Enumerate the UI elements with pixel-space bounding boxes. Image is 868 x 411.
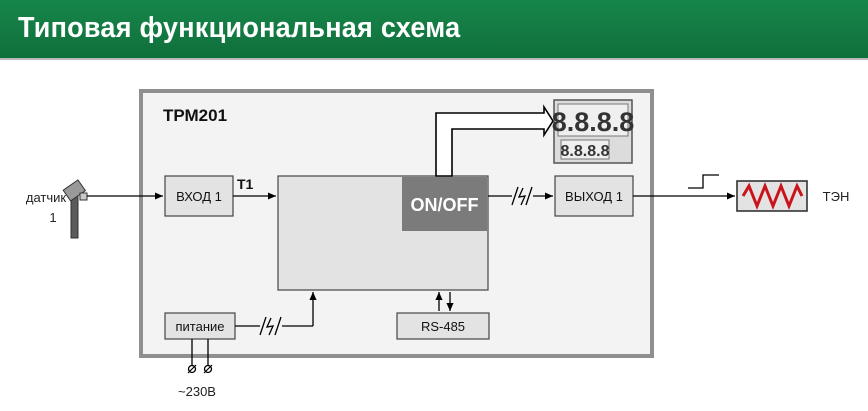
rs485-block xyxy=(396,312,490,340)
heater-label: ТЭН xyxy=(823,189,850,204)
sensor-number: 1 xyxy=(49,210,56,225)
display-top-digits: 8.8.8.8 xyxy=(552,107,635,137)
power-label: питание xyxy=(175,319,224,334)
supply-label: ~230В xyxy=(178,384,216,399)
output-label: ВЫХОД 1 xyxy=(565,189,623,204)
onoff-panel xyxy=(402,177,487,231)
onoff-label: ON/OFF xyxy=(411,195,479,215)
heater-icon xyxy=(736,180,808,212)
input-signal-label: Т1 xyxy=(237,176,254,192)
step-signal-icon xyxy=(688,174,719,189)
input-label: ВХОД 1 xyxy=(176,189,222,204)
device-model: ТРМ201 xyxy=(163,106,227,125)
supply-terminals xyxy=(187,339,213,374)
logic-to-output-link xyxy=(488,186,553,206)
display-icon xyxy=(553,99,633,164)
sensor-label: датчик xyxy=(26,190,67,205)
header-divider xyxy=(0,58,868,60)
power-to-logic-link xyxy=(235,292,317,336)
output-block xyxy=(554,175,634,217)
sensor-icon xyxy=(62,179,88,239)
rs485-label: RS-485 xyxy=(421,319,465,334)
page-title: Типовая функциональная схема xyxy=(18,12,461,44)
header-banner: Типовая функциональная схема xyxy=(0,0,868,58)
display-bottom-digits: 8.8.8.8 xyxy=(561,143,610,160)
display-output-arrow xyxy=(435,104,554,177)
